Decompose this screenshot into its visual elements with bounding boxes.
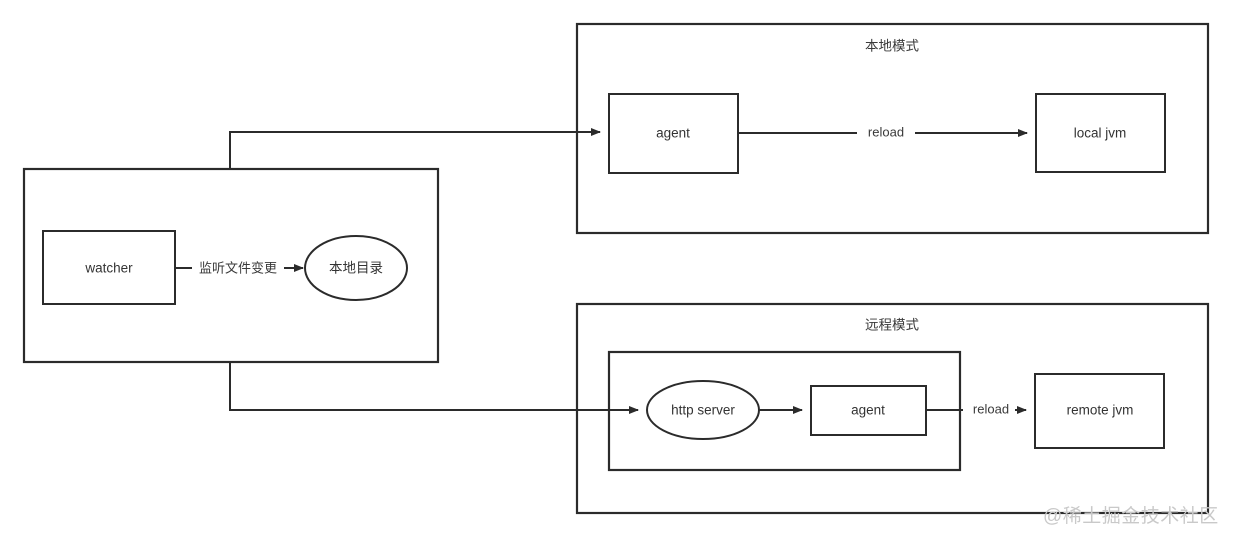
container-remote-mode-label: 远程模式	[865, 318, 919, 333]
edge-dir-to-local-agent	[229, 128, 601, 169]
container-local-mode-label: 本地模式	[865, 39, 919, 54]
edge-local-reload-label: reload	[868, 124, 904, 139]
container-remote-mode	[575, 302, 1210, 515]
node-watcher[interactable]	[42, 230, 176, 305]
node-remote-jvm-label: remote jvm	[1067, 403, 1134, 418]
edge-remote-reload-label: reload	[973, 401, 1009, 416]
node-remote-jvm[interactable]	[1034, 373, 1165, 449]
node-local-dir[interactable]	[304, 235, 408, 301]
node-local-jvm[interactable]	[1035, 93, 1166, 173]
edge-dir-to-http-server	[229, 362, 639, 414]
edge-local-reload-label-bg	[857, 124, 915, 142]
node-http-server-label: http server	[671, 403, 735, 418]
node-local-dir-label: 本地目录	[329, 261, 383, 276]
edge-remote-reload-label-bg	[963, 401, 1015, 419]
node-watcher-label: watcher	[84, 261, 133, 276]
edge-watch-file-change-label-bg	[192, 259, 284, 277]
edge-watch-file-change-label: 监听文件变更	[199, 260, 277, 275]
node-local-jvm-label: local jvm	[1074, 126, 1127, 141]
node-local-agent[interactable]	[608, 93, 739, 174]
watermark-label: @稀土掘金技术社区	[1043, 505, 1219, 527]
node-local-agent-label: agent	[656, 126, 690, 141]
node-remote-agent[interactable]	[810, 385, 927, 436]
node-remote-agent-label: agent	[851, 403, 885, 418]
container-local-mode	[575, 22, 1210, 235]
